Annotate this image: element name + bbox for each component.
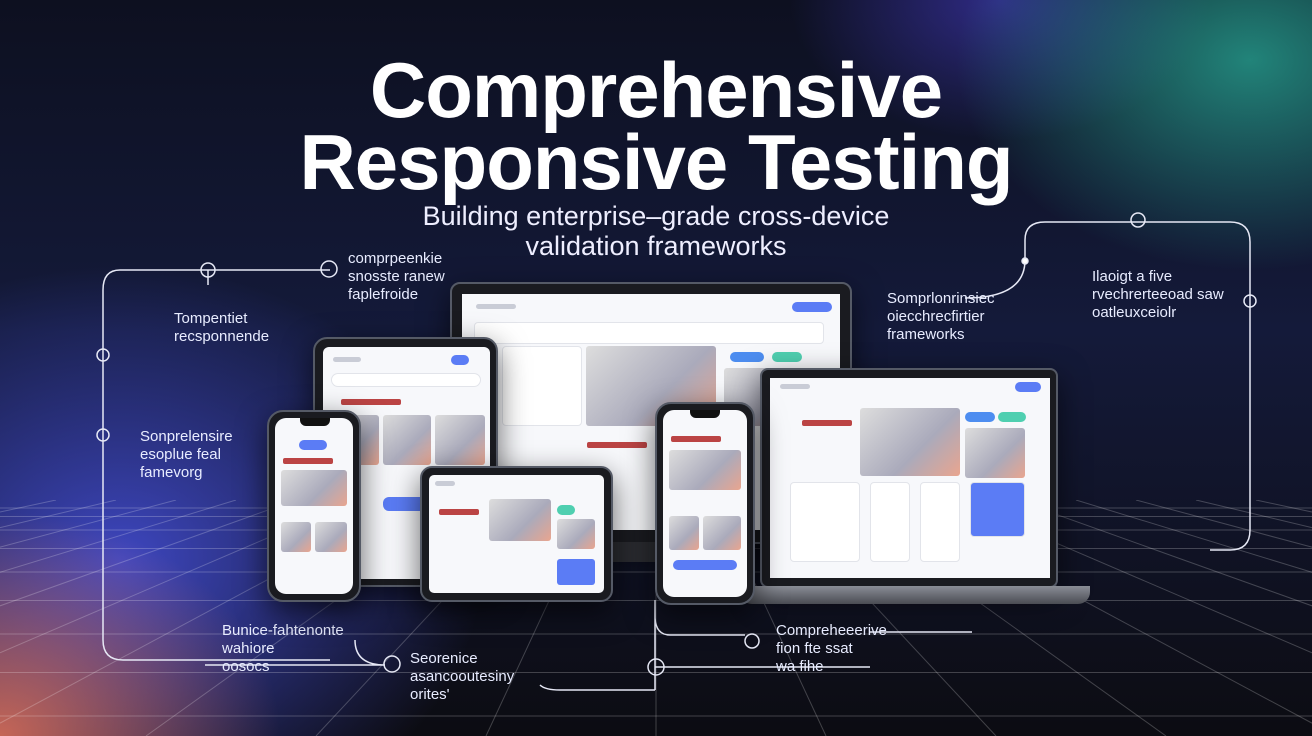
feature-label-4: Somprlonrinsiec oiecchrecfirtier framewo… <box>887 290 995 343</box>
grid-line <box>0 500 57 513</box>
grid-line <box>1015 500 1312 607</box>
grid-line <box>1195 500 1312 529</box>
feature-label-6: Bunice-fahtenonte wahiore oosocs <box>222 622 344 675</box>
grid-line <box>0 500 117 529</box>
feature-label-5: Ilaoigt a five rvechrerteeoad saw oatleu… <box>1092 268 1224 321</box>
perspective-grid-floor <box>0 500 1312 736</box>
small-tablet-mockup <box>420 466 613 602</box>
phone-screen-right <box>663 410 747 597</box>
title-line-1: Comprehensive <box>369 46 943 134</box>
subtitle-line-1: Building enterprise–grade cross-device <box>422 201 890 231</box>
title-line-2: Responsive Testing <box>299 118 1013 206</box>
grid-line <box>1075 500 1312 573</box>
feature-label-3: Sonprelensire esoplue feal famevorg <box>140 428 233 481</box>
grid-line <box>0 500 177 548</box>
small-tablet-screen <box>429 475 604 593</box>
laptop-mockup <box>760 368 1058 588</box>
feature-label-7: Seorenice asancooutesiny orites' <box>410 650 515 703</box>
feature-label-1: comprpeenkie snosste ranew faplefroide <box>348 250 445 303</box>
laptop-base <box>740 586 1090 604</box>
grid-line <box>0 500 297 607</box>
grid-line <box>1255 500 1312 513</box>
grid-line <box>1135 500 1312 548</box>
phone-mockup-left <box>267 410 361 602</box>
phone-screen-left <box>275 418 353 594</box>
laptop-screen <box>770 378 1050 578</box>
subtitle-line-2: validation frameworks <box>525 231 787 261</box>
feature-label-8: Compreheeerive fion fte ssat wa fihe <box>776 622 887 675</box>
grid-line <box>0 500 237 573</box>
feature-label-2: Tompentiet recsponnende <box>174 310 270 345</box>
phone-mockup-right <box>655 402 755 605</box>
